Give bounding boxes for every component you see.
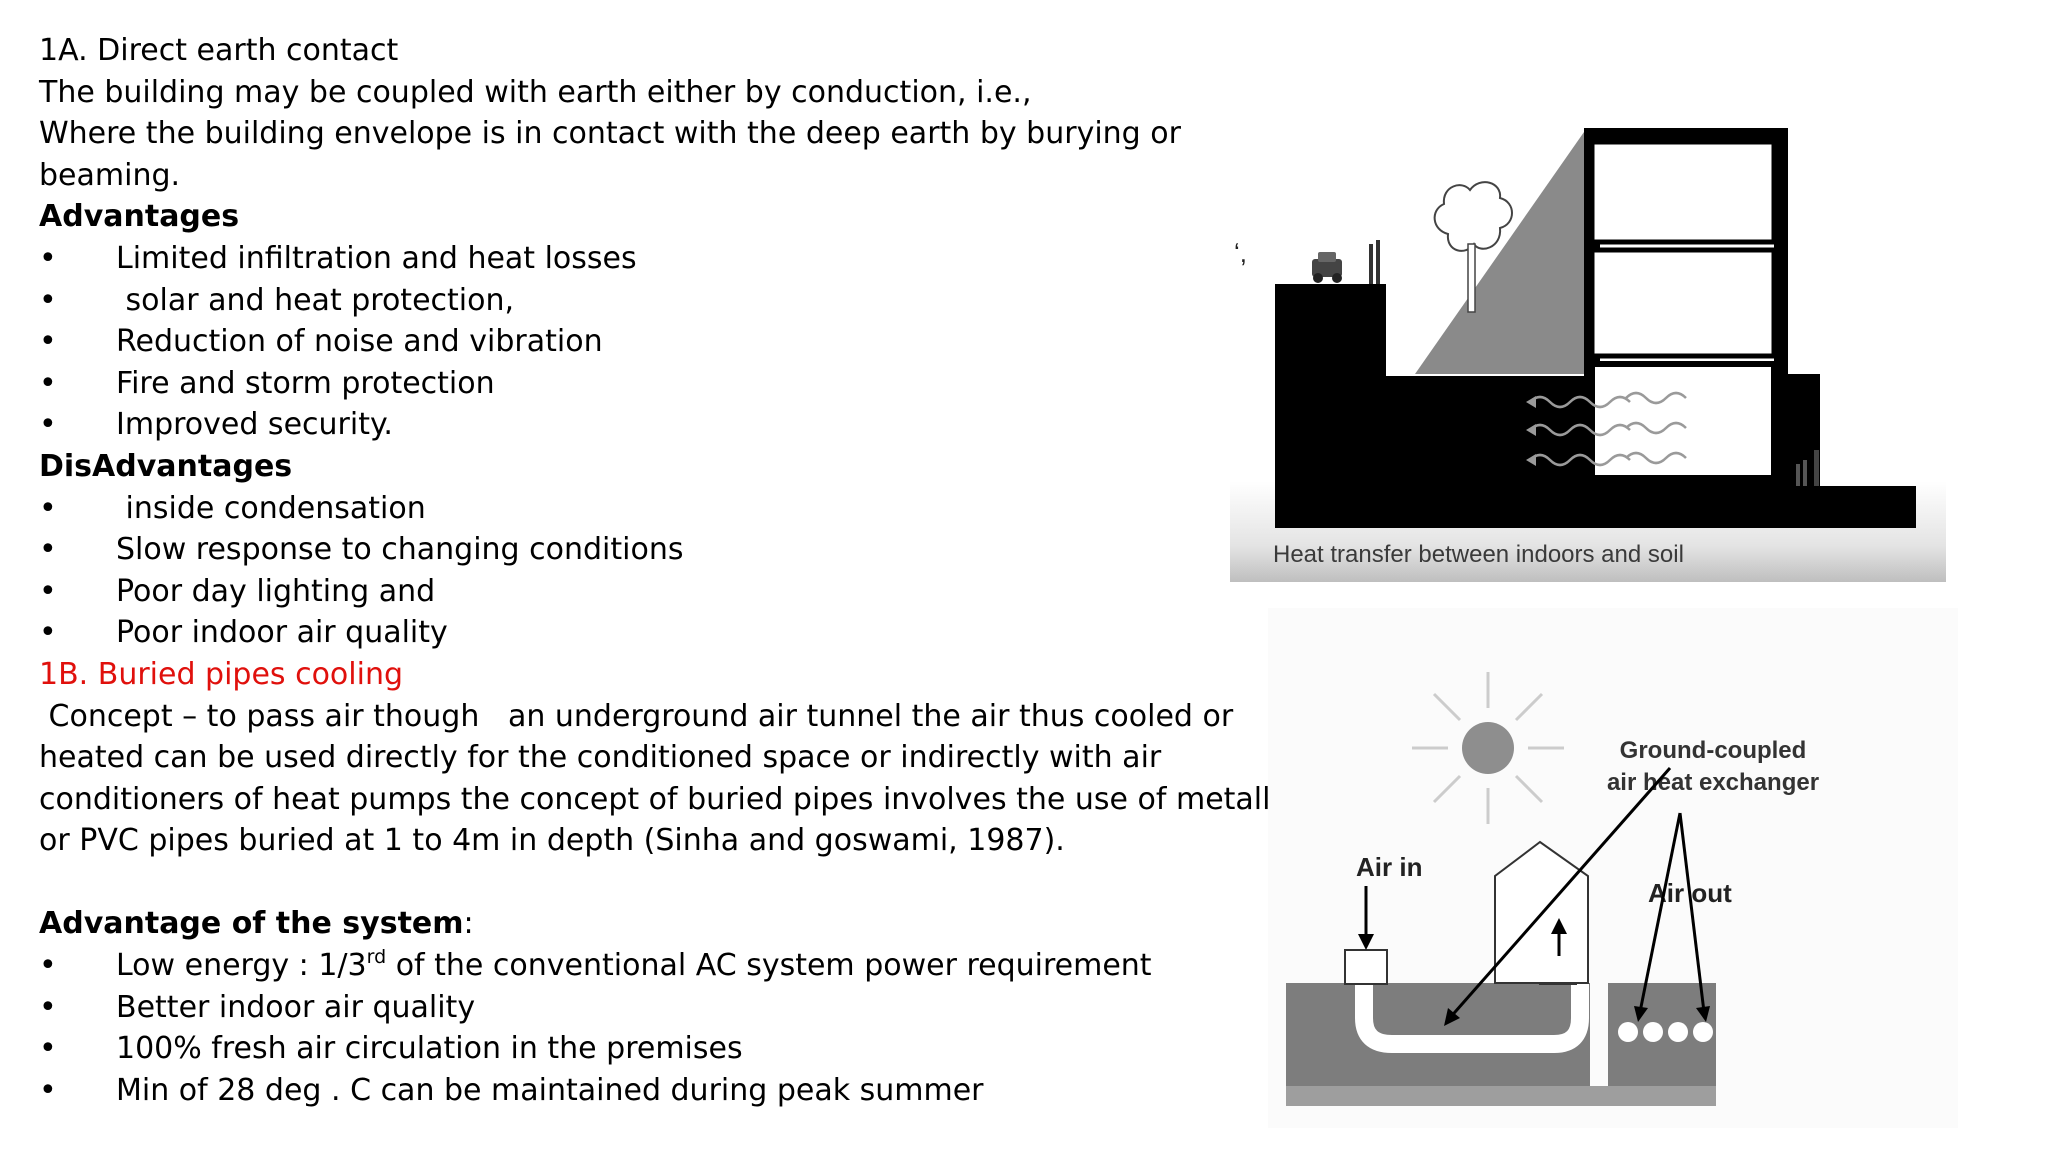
building-wall	[1774, 128, 1788, 486]
buried-pipe	[1355, 983, 1589, 1053]
section-1a-heading: 1A. Direct earth contact	[39, 33, 399, 68]
arrow-heads	[1358, 918, 1710, 1026]
concept-line: conditioners of heat pumps the concept o…	[39, 781, 1296, 817]
building-roof	[1584, 128, 1784, 142]
list-item-text: Low energy : 1/3rd of the conventional A…	[116, 945, 1152, 987]
person-icon	[1376, 240, 1380, 284]
list-item-text: Fire and storm protection	[116, 365, 495, 401]
list-item-text: Poor indoor air quality	[116, 615, 448, 651]
list-item-text: inside condensation	[116, 490, 426, 526]
bullet: •	[39, 1072, 57, 1108]
list-item: • inside condensation	[39, 488, 1229, 530]
advantages-heading: Advantages	[39, 199, 240, 235]
earth-contact-diagram: ʻ,	[1234, 128, 1916, 528]
bullet: •	[39, 573, 57, 609]
bullet: •	[39, 532, 57, 568]
advantage-of-system-heading: Advantage of the system:	[39, 903, 1229, 945]
list-item-text: Better indoor air quality	[116, 989, 476, 1025]
edge-fragment: ʻ,	[1234, 238, 1247, 268]
list-item: • Better indoor air quality	[39, 987, 1229, 1029]
bullet: •	[39, 324, 57, 360]
person-icon	[1369, 244, 1373, 284]
figure-caption: Heat transfer between indoors and soil	[1273, 541, 1684, 568]
ground-base	[1286, 1086, 1716, 1106]
earth-contact-figure: ʻ,	[1230, 124, 1946, 582]
advantage-heading-colon: :	[463, 906, 474, 942]
slide-text: 1A. Direct earth contact The building ma…	[39, 30, 1296, 1112]
label-air-heat-exchanger: air heat exchanger	[1607, 769, 1819, 796]
superscript: rd	[366, 946, 387, 969]
list-item: • Low energy : 1/3rd of the conventional …	[39, 945, 1229, 987]
bullet: •	[39, 948, 57, 984]
intro-line: beaming.	[39, 157, 181, 193]
list-item-text-part: of the conventional AC system power requ…	[386, 948, 1152, 984]
pointer-arrows	[1364, 767, 1706, 1021]
list-item: • Poor indoor air quality	[39, 612, 1229, 654]
list-item: • Poor day lighting and	[39, 571, 1229, 613]
bullet: •	[39, 1031, 57, 1067]
heat-wave-lines	[1529, 391, 1687, 467]
list-item-text: Min of 28 deg . C can be maintained duri…	[116, 1072, 984, 1108]
building-floor-middle	[1589, 247, 1777, 359]
disadvantages-heading: DisAdvantages	[39, 448, 293, 484]
car-icon	[1312, 252, 1342, 283]
earth-slope	[1415, 132, 1584, 374]
spacer	[39, 862, 1229, 904]
bullet: •	[39, 989, 57, 1025]
list-item-text: Poor day lighting and	[116, 573, 436, 609]
sun-icon	[1412, 672, 1564, 824]
intro-line: Where the building envelope is in contac…	[39, 116, 1181, 152]
ground-coupled-exchanger-figure: Ground-coupled air heat exchanger Air in…	[1268, 608, 1958, 1128]
heat-arrow-heads	[1526, 396, 1536, 466]
bullet: •	[39, 490, 57, 526]
bullet: •	[39, 615, 57, 651]
list-item: • Slow response to changing conditions	[39, 529, 1229, 571]
tree-trunk	[1467, 243, 1476, 313]
tree-icon	[1433, 181, 1513, 252]
list-item: • Improved security.	[39, 404, 1229, 446]
building-basement	[1589, 361, 1777, 481]
bullet: •	[39, 240, 57, 276]
list-item-text: Improved security.	[116, 407, 393, 443]
list-item: • solar and heat protection,	[39, 280, 1229, 322]
list-item-text: 100% fresh air circulation in the premis…	[116, 1031, 743, 1067]
label-ground-coupled: Ground-coupled	[1620, 737, 1807, 764]
list-item-text: Reduction of noise and vibration	[116, 324, 603, 360]
concept-line: heated can be used directly for the cond…	[39, 740, 1162, 776]
list-item: • Min of 28 deg . C can be maintained dur…	[39, 1070, 1229, 1112]
building-floor-upper	[1589, 139, 1777, 245]
exchanger-diagram: Ground-coupled air heat exchanger Air in…	[1286, 672, 1819, 1106]
list-item: • Fire and storm protection	[39, 363, 1229, 405]
list-item-text: Slow response to changing conditions	[116, 532, 684, 568]
concept-line: or PVC pipes buried at 1 to 4m in depth …	[39, 823, 1065, 859]
bullet: •	[39, 282, 57, 318]
air-inlet-box	[1344, 949, 1388, 985]
advantage-heading-text: Advantage of the system	[39, 906, 464, 942]
label-air-in: Air in	[1356, 852, 1422, 882]
list-item-text: solar and heat protection,	[116, 282, 515, 318]
bullet: •	[39, 365, 57, 401]
people-icon	[1796, 450, 1819, 486]
list-item: • Limited infiltration and heat losses	[39, 238, 1229, 280]
section-1b-heading: 1B. Buried pipes cooling	[39, 656, 404, 692]
list-item: • Reduction of noise and vibration	[39, 321, 1229, 363]
list-item: • 100% fresh air circulation in the premi…	[39, 1028, 1229, 1070]
pipe-cross-sections	[1618, 1022, 1713, 1042]
bullet: •	[39, 407, 57, 443]
concept-line: Concept – to pass air though an undergro…	[39, 698, 1234, 734]
list-item-text: Limited infiltration and heat losses	[116, 240, 637, 276]
list-item-text-part: Low energy : 1/3	[116, 948, 367, 984]
intro-line: The building may be coupled with earth e…	[39, 74, 1032, 110]
